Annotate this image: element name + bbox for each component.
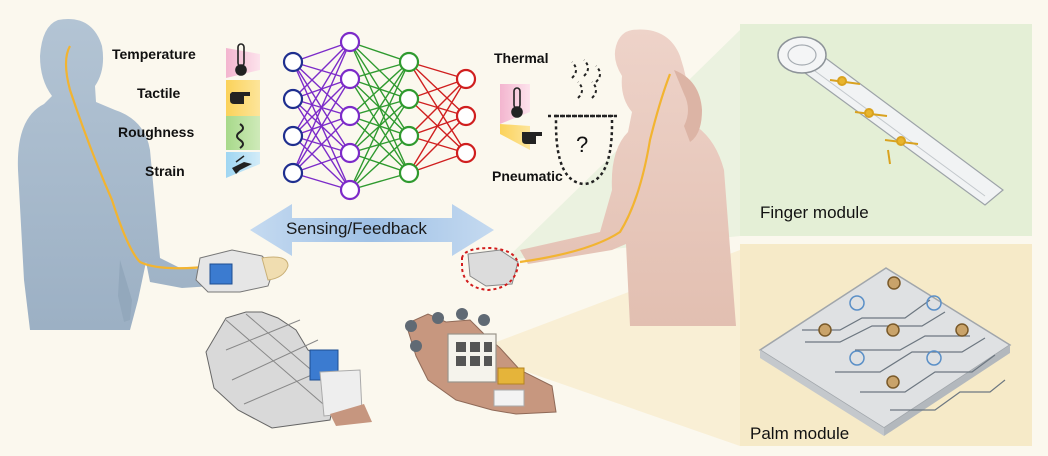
finger-module-device xyxy=(777,36,1004,206)
left-wire xyxy=(64,45,216,270)
bottom-right-hand xyxy=(405,308,557,415)
nn-node-layer-3 xyxy=(398,125,420,147)
nn-edge xyxy=(349,172,410,191)
nn-edge xyxy=(349,41,410,63)
nn-node-layer-3 xyxy=(398,88,420,110)
nn-edge xyxy=(349,61,410,117)
nn-edge xyxy=(349,61,410,154)
nn-node-layer-1 xyxy=(282,51,304,73)
strain-hand-icon xyxy=(232,155,252,174)
pot-question-mark: ? xyxy=(576,132,589,157)
label-temperature: Temperature xyxy=(112,46,196,62)
nn-edge xyxy=(408,115,467,174)
pot-icon xyxy=(548,114,620,186)
output-gradients xyxy=(500,84,530,150)
sensing-feedback-arrow xyxy=(250,204,494,256)
bottom-left-hand xyxy=(205,311,372,429)
nn-edge xyxy=(292,115,351,174)
roughness-squiggle-icon xyxy=(236,123,244,149)
nn-edge xyxy=(349,61,410,80)
nn-node-layer-1 xyxy=(282,162,304,184)
nn-node-layer-1 xyxy=(282,125,304,147)
steam-icon xyxy=(571,59,601,99)
sensing-feedback-label: Sensing/Feedback xyxy=(286,219,427,238)
label-roughness: Roughness xyxy=(118,124,195,140)
label-tactile: Tactile xyxy=(137,85,181,101)
nn-edge xyxy=(292,78,351,174)
label-pneumatic: Pneumatic xyxy=(492,168,563,184)
nn-edge xyxy=(292,41,351,100)
nn-edge xyxy=(408,78,467,174)
nn-node-layer-2 xyxy=(339,68,361,90)
neural-network-edges xyxy=(292,41,467,191)
input-gradients xyxy=(226,48,260,178)
nn-node-layer-4 xyxy=(455,68,477,90)
output-thermometer-icon xyxy=(511,87,523,118)
pointing-hand-icon xyxy=(230,92,250,104)
nn-node-layer-2 xyxy=(339,105,361,127)
palm-module-label: Palm module xyxy=(750,424,850,443)
right-glove xyxy=(461,246,520,292)
thermometer-icon xyxy=(235,43,247,76)
label-thermal: Thermal xyxy=(494,50,549,66)
palm-module-device xyxy=(758,267,1012,436)
nn-edge xyxy=(408,78,467,137)
right-wire xyxy=(519,73,672,264)
nn-node-layer-2 xyxy=(339,179,361,201)
output-pointing-hand-icon xyxy=(522,132,542,144)
label-strain: Strain xyxy=(145,163,185,179)
nn-node-layer-2 xyxy=(339,142,361,164)
nn-node-layer-3 xyxy=(398,51,420,73)
finger-module-label: Finger module xyxy=(760,203,869,222)
nn-node-layer-1 xyxy=(282,88,304,110)
nn-edge xyxy=(349,61,410,191)
nn-node-layer-3 xyxy=(398,162,420,184)
nn-edge xyxy=(292,41,351,174)
left-glove xyxy=(195,249,289,293)
nn-edge xyxy=(349,98,410,191)
nn-edge xyxy=(292,41,351,137)
nn-edge xyxy=(349,135,410,191)
left-human xyxy=(17,19,212,330)
nn-node-layer-4 xyxy=(455,105,477,127)
neural-network-nodes xyxy=(282,31,477,201)
nn-node-layer-2 xyxy=(339,31,361,53)
nn-node-layer-4 xyxy=(455,142,477,164)
